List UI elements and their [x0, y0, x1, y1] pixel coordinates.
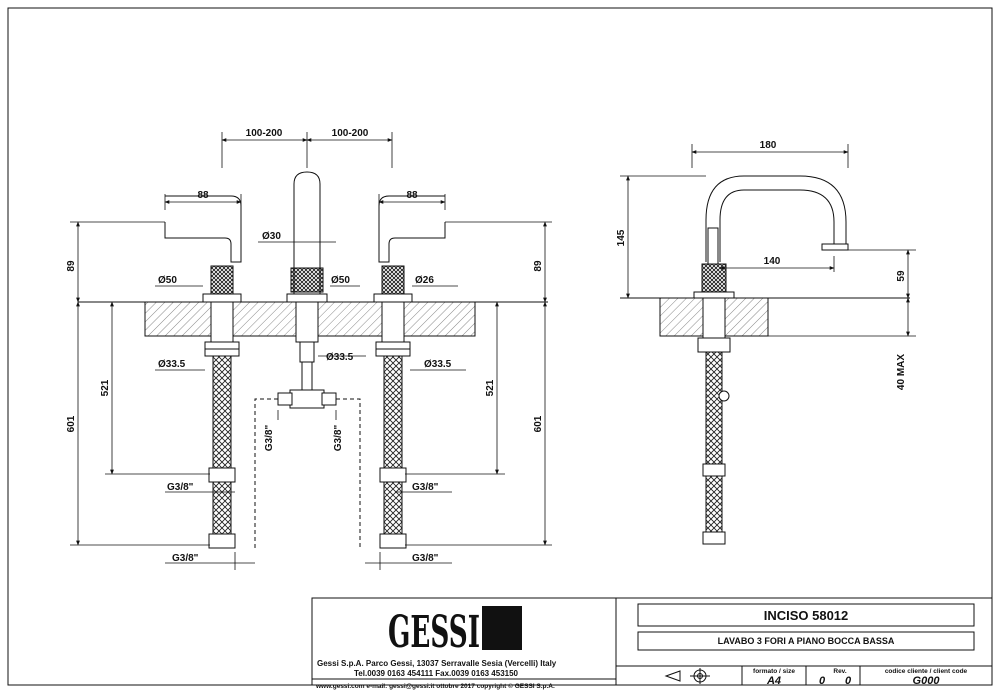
dashed-hose-left	[254, 398, 278, 548]
tee-right-arm	[321, 392, 337, 406]
tee-left-arm	[277, 392, 293, 406]
left-handle	[164, 195, 242, 263]
dim-left-521: 521	[100, 379, 111, 396]
side-spout-tip	[821, 243, 849, 251]
dim-side-width: 180	[760, 140, 777, 151]
dim-height-left: 89	[66, 260, 77, 272]
logo-text: GESSI	[388, 607, 480, 658]
left-hose	[212, 355, 232, 469]
side-hose	[705, 351, 723, 465]
rev-value-1: 0	[819, 675, 826, 687]
side-body-under	[702, 297, 726, 339]
product-description: LAVABO 3 FORI A PIANO BOCCA BASSA	[718, 636, 895, 646]
left-knurl	[210, 265, 234, 295]
client-code-value: G000	[913, 675, 941, 687]
dim-tee-thread-left: G3/8"	[264, 425, 275, 452]
product-name: INCISO 58012	[764, 608, 849, 623]
right-base-ring	[373, 293, 413, 303]
side-fitting	[718, 390, 730, 402]
right-knurl	[381, 265, 405, 295]
side-hose-connector	[702, 463, 726, 477]
dim-handle-width-right: 88	[406, 190, 418, 201]
side-handle	[707, 227, 719, 265]
dim-left-shank-dia: Ø33.5	[158, 359, 186, 370]
logo-block	[482, 606, 522, 650]
dim-right-shank-dia: Ø33.5	[424, 359, 452, 370]
right-hose-connector	[379, 467, 407, 483]
format-label: formato / size	[753, 668, 795, 675]
dim-right-thread-mid: G3/8"	[412, 482, 439, 493]
side-spout	[705, 175, 847, 262]
side-nut	[697, 337, 731, 353]
dashed-hose-right	[336, 398, 361, 548]
gessi-logo: GESSI	[388, 606, 522, 658]
side-base	[693, 291, 735, 299]
front-view	[78, 171, 548, 549]
dim-side-deck-max: 40 MAX	[896, 354, 907, 390]
right-handle	[378, 195, 446, 263]
tee-body	[289, 389, 325, 409]
side-hose-2	[705, 475, 723, 533]
front-dimension-text: 100-200 100-200 88 88 89 89 Ø30 Ø50 Ø50 …	[66, 128, 544, 564]
dim-height-right: 89	[533, 260, 544, 272]
dim-right-thread-bottom: G3/8"	[412, 553, 439, 564]
spout	[293, 171, 321, 294]
dim-handle-width-left: 88	[197, 190, 209, 201]
dim-right-521: 521	[485, 379, 496, 396]
rev-value-2: 0	[845, 675, 852, 687]
spout-pipe	[301, 361, 313, 393]
dim-left-thread-mid: G3/8"	[167, 482, 194, 493]
dim-center-base-dia: Ø50	[331, 275, 350, 286]
dim-spacing-left: 100-200	[246, 128, 283, 139]
dim-spout-dia: Ø30	[262, 231, 281, 242]
right-hose-end	[379, 533, 407, 549]
left-base-ring	[202, 293, 242, 303]
left-hose-connector	[208, 467, 236, 483]
right-hose	[383, 355, 403, 469]
left-hose-2	[212, 481, 232, 535]
spout-nut	[299, 341, 315, 363]
spout-base	[286, 293, 328, 303]
dim-side-height: 145	[616, 229, 627, 246]
client-code-label: codice cliente / client code	[885, 668, 968, 675]
dim-left-thread-bottom: G3/8"	[172, 553, 199, 564]
company-web: www.gessi.com e-mail: gessi@gessi.it ott…	[315, 682, 555, 690]
company-address: Gessi S.p.A. Parco Gessi, 13037 Serraval…	[317, 659, 557, 668]
dim-right-base-dia: Ø26	[415, 275, 434, 286]
left-hose-end	[208, 533, 236, 549]
right-hose-2	[383, 481, 403, 535]
company-phone: Tel.0039 0163 454111 Fax.0039 0163 45315…	[354, 669, 519, 678]
dim-side-reach: 140	[764, 256, 781, 267]
front-dimension-lines	[70, 132, 552, 570]
sheet-border	[7, 7, 993, 686]
left-body-under	[210, 301, 234, 343]
dim-right-601: 601	[533, 415, 544, 432]
side-dimension-text: 180 145 140 59 40 MAX	[616, 140, 907, 390]
title-block	[311, 597, 993, 686]
spout-knurl	[290, 267, 324, 293]
dim-center-shank-dia: Ø33.5	[326, 352, 354, 363]
dim-tee-thread-right: G3/8"	[333, 425, 344, 452]
projection-symbol	[664, 668, 710, 684]
side-hose-end	[702, 531, 726, 545]
side-view	[620, 175, 910, 545]
dim-left-base-dia: Ø50	[158, 275, 177, 286]
spout-body-under	[295, 301, 319, 343]
dim-left-601: 601	[66, 415, 77, 432]
format-value: A4	[766, 675, 781, 687]
title-block-text: Gessi S.p.A. Parco Gessi, 13037 Serraval…	[315, 608, 968, 690]
rev-label: Rev.	[833, 668, 846, 675]
right-body-under	[381, 301, 405, 343]
dim-side-clearance: 59	[896, 270, 907, 282]
side-dimension-lines	[620, 144, 916, 337]
dim-spacing-right: 100-200	[332, 128, 369, 139]
